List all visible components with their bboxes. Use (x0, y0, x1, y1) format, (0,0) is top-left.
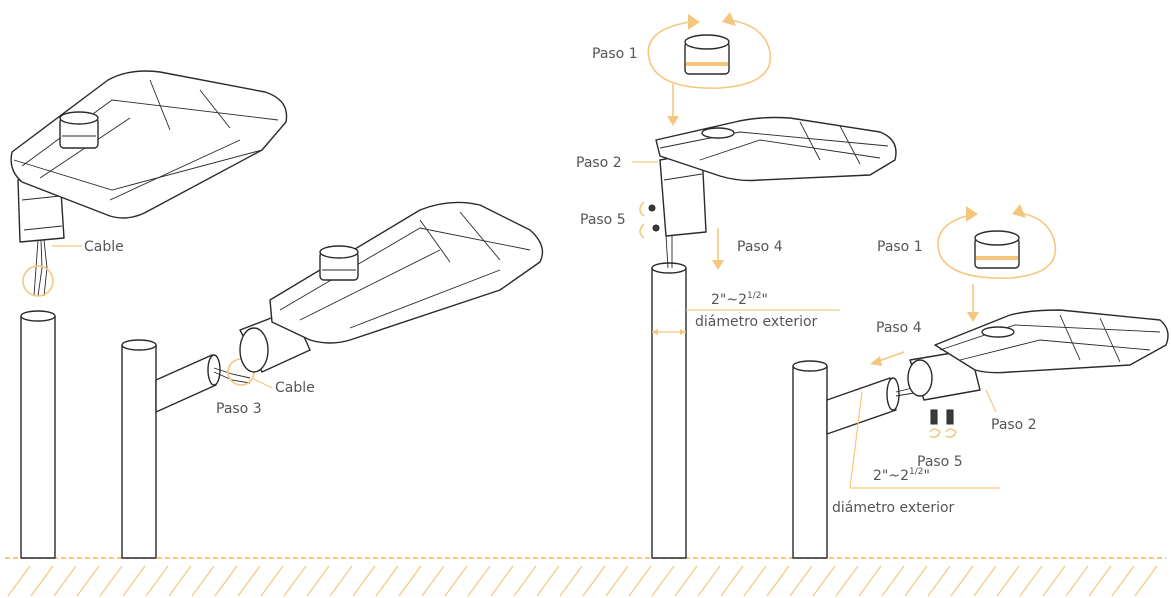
ground-hatch-line (1111, 565, 1135, 597)
rotate-arrow-1 (647, 19, 772, 89)
ground-hatch-line (973, 565, 997, 597)
ground-hatch-line (444, 565, 468, 597)
ground-hatch-line (237, 565, 261, 597)
ground-hatch-line (168, 565, 192, 597)
ground-hatch-line (283, 565, 307, 597)
label-paso-5-top: Paso 5 (580, 212, 626, 228)
ground-hatch-line (858, 565, 882, 597)
ground-hatch-line (329, 565, 353, 597)
ground-hatch-line (76, 565, 100, 597)
ground-hatch-line (467, 565, 491, 597)
label-dimension-right-sub: diámetro exterior (832, 500, 955, 516)
ground-hatch-line (421, 565, 445, 597)
tenon-arm-2 (155, 354, 217, 413)
luminaire-2-body (269, 201, 544, 344)
label-dimension-top-sub: diámetro exterior (695, 314, 818, 330)
pole-1-top (20, 310, 56, 322)
label-paso-2-right: Paso 2 (991, 417, 1037, 433)
pole-3 (651, 267, 687, 559)
ground-hatch-line (490, 565, 514, 597)
tenon-arm-4 (826, 377, 897, 435)
ground-hatch-line (996, 565, 1020, 597)
ground-hatch-line (950, 565, 974, 597)
pole-4 (792, 365, 828, 559)
ground-hatch-line (1065, 565, 1089, 597)
ground-hatch-line (1134, 565, 1158, 597)
label-cable-left: Cable (84, 239, 124, 255)
label-dimension-right: 2"~21/2" (873, 467, 930, 484)
ground-hatch-line (53, 565, 77, 597)
ground-hatch-line (927, 565, 951, 597)
ground-hatch-line (352, 565, 376, 597)
ground-hatch-line (375, 565, 399, 597)
ground-hatch-line (145, 565, 169, 597)
ground-hatch-line (191, 565, 215, 597)
ground-hatch-line (1019, 565, 1043, 597)
ground-hatch-line (904, 565, 928, 597)
label-cable-mid: Cable (275, 380, 315, 396)
rotate-arrow-2 (937, 212, 1057, 279)
label-paso-4-right: Paso 4 (876, 320, 922, 336)
pole-2 (121, 344, 157, 559)
label-paso-3: Paso 3 (216, 401, 262, 417)
ground-hatch-line (536, 565, 560, 597)
ground-hatch-line (214, 565, 238, 597)
ground-hatch-line (881, 565, 905, 597)
ground-hatch-line (835, 565, 859, 597)
label-paso-1-right: Paso 1 (877, 239, 923, 255)
ground-hatch-line (7, 565, 31, 597)
fixture-3-vertical-steps (632, 12, 897, 559)
ground-hatch-line (1088, 565, 1112, 597)
ground-hatch-line (697, 565, 721, 597)
ground-hatch-line (743, 565, 767, 597)
cable-highlight-circle (22, 265, 54, 297)
ground-hatch-line (674, 565, 698, 597)
label-paso-2-top: Paso 2 (576, 155, 622, 171)
ground-hatch-line (766, 565, 790, 597)
ground-hatch-line (605, 565, 629, 597)
ground-hatch-line (651, 565, 675, 597)
label-dimension-top: 2"~21/2" (711, 291, 768, 308)
ground (5, 557, 1166, 597)
ground-hatch-line (1042, 565, 1066, 597)
fixture-4-horizontal-steps (792, 204, 1169, 559)
ground-hatch-line (306, 565, 330, 597)
label-paso-1-top: Paso 1 (592, 46, 638, 62)
label-paso-4-top: Paso 4 (737, 239, 783, 255)
ground-hatch-line (99, 565, 123, 597)
ground-hatch-line (398, 565, 422, 597)
ground-hatch-line (30, 565, 54, 597)
ground-hatch-line (260, 565, 284, 597)
luminaire-1-body (10, 70, 288, 219)
ground-hatch-line (582, 565, 606, 597)
ground-hatch-line (789, 565, 813, 597)
fixture-2-horizontal (121, 201, 544, 559)
pole-1 (20, 315, 56, 559)
ground-hatch-line (628, 565, 652, 597)
ground-hatch-line (720, 565, 744, 597)
ground-hatch-line (812, 565, 836, 597)
fixture-1-vertical (10, 70, 288, 559)
ground-hatch-line (122, 565, 146, 597)
ground-hatch-line (513, 565, 537, 597)
ground-hatch-line (559, 565, 583, 597)
label-paso-5-right: Paso 5 (917, 454, 963, 470)
